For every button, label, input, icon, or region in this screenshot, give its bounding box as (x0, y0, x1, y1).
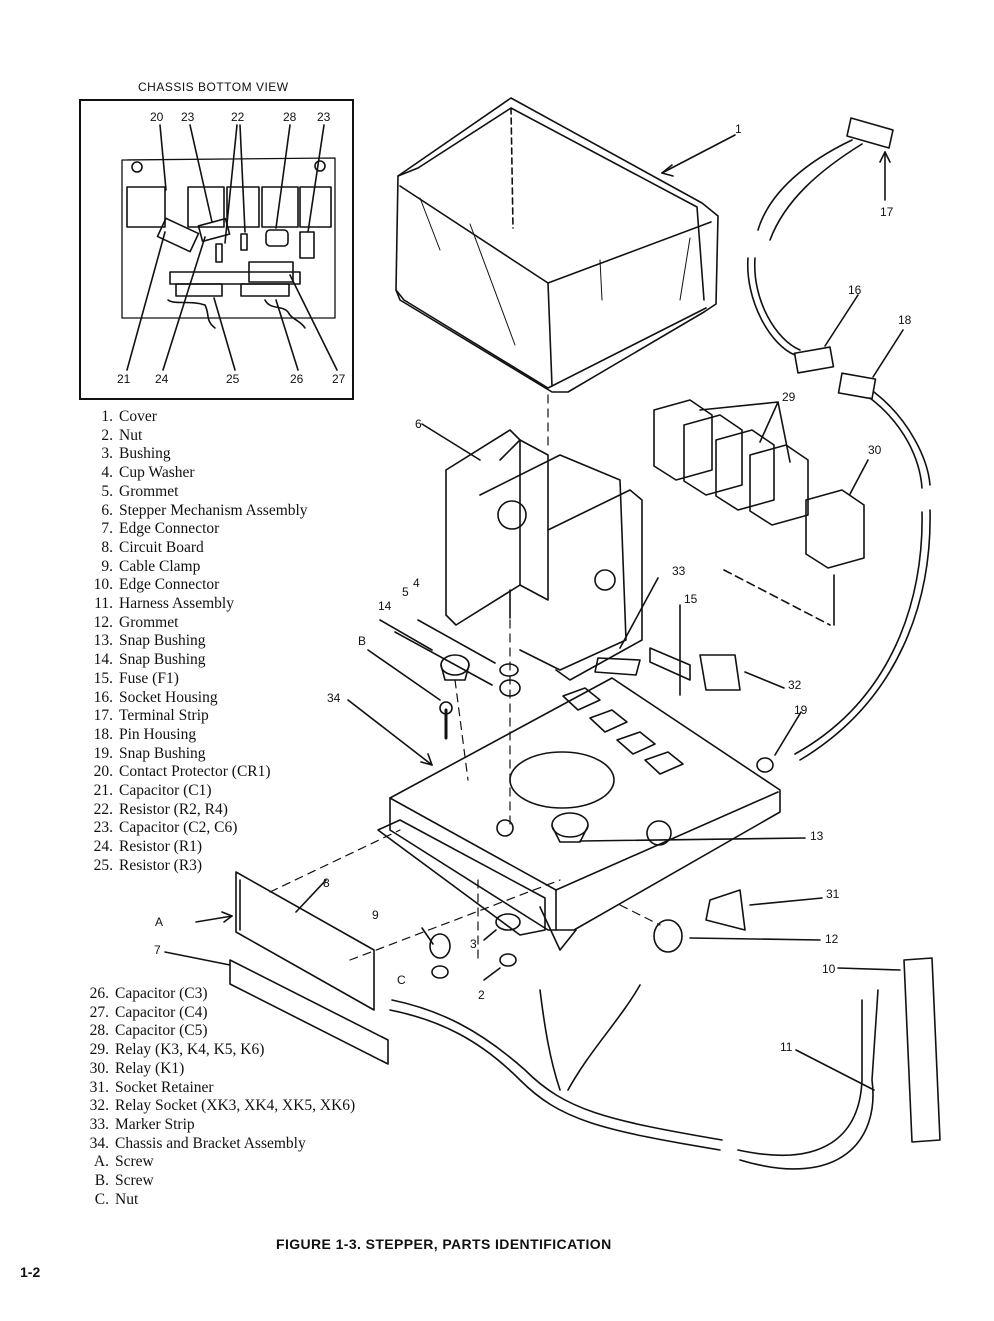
parts-list-item: 20.Contact Protector (CR1) (93, 763, 271, 781)
callout-6: 6 (415, 417, 422, 431)
parts-list-item: 22.Resistor (R2, R4) (93, 800, 228, 818)
callout-C: C (397, 973, 406, 987)
inset-callout-22: 22 (231, 110, 245, 124)
inset-callout-24: 24 (155, 372, 169, 386)
callout-34: 34 (327, 691, 341, 705)
parts-list-item: 9.Cable Clamp (101, 557, 201, 575)
figure-caption: FIGURE 1-3. STEPPER, PARTS IDENTIFICATIO… (276, 1236, 612, 1252)
inset-title: CHASSIS BOTTOM VIEW (138, 80, 289, 94)
parts-list-item: 3.Bushing (101, 445, 171, 463)
parts-list-primary: 1.Cover 2.Nut 3.Bushing 4.Cup Washer 5.G… (77, 408, 308, 876)
callout-12: 12 (825, 932, 839, 946)
parts-list-item: 10.Edge Connector (93, 576, 220, 594)
cover-drawing (395, 97, 736, 393)
callout-B: B (358, 634, 367, 648)
inset-chassis-drawing (121, 124, 338, 371)
harness-assembly-drawing (389, 984, 723, 1151)
relays-drawing (653, 399, 869, 626)
parts-list-item: A.Screw (93, 1153, 154, 1171)
parts-list-item: 18.Pin Housing (93, 725, 197, 743)
inset-callout-23: 23 (181, 110, 195, 124)
callout-13: 13 (810, 829, 824, 843)
parts-list-item: 1.Cover (101, 408, 157, 425)
parts-list-item: 25.Resistor (R3) (93, 856, 203, 874)
parts-list-item: 12.Grommet (93, 613, 179, 631)
parts-list-item: 29.Relay (K3, K4, K5, K6) (89, 1041, 265, 1059)
parts-list-item: 13.Snap Bushing (93, 632, 206, 650)
callout-10: 10 (822, 962, 836, 976)
callout-8: 8 (323, 876, 330, 890)
circuit-board-drawing (164, 871, 389, 1065)
page-number: 1-2 (20, 1264, 41, 1280)
callout-15: 15 (684, 592, 698, 606)
parts-list-item: 21.Capacitor (C1) (93, 782, 212, 800)
parts-list-item: 32.Relay Socket (XK3, XK4, XK5, XK6) (89, 1097, 356, 1115)
callout-17: 17 (880, 205, 894, 219)
callout-29: 29 (782, 390, 796, 404)
callout-33: 33 (672, 564, 686, 578)
inset-callout-21: 21 (117, 372, 131, 386)
inset-callout-27: 27 (332, 372, 346, 386)
callout-3: 3 (470, 937, 477, 951)
chassis-drawing (347, 677, 806, 951)
inset-callout-26: 26 (290, 372, 304, 386)
parts-list-item: 15.Fuse (F1) (93, 669, 179, 687)
callout-2: 2 (478, 988, 485, 1002)
parts-list-item: 11.Harness Assembly (94, 595, 234, 613)
edge-connector-10-drawing (737, 957, 941, 1170)
parts-list-item: C.Nut (94, 1190, 139, 1208)
stepper-mechanism-drawing (421, 423, 643, 681)
parts-list-item: 6.Stepper Mechanism Assembly (101, 501, 308, 519)
parts-list-item: 28.Capacitor (C5) (89, 1022, 208, 1040)
hardware-drawing (367, 577, 823, 981)
parts-list-item: 23.Capacitor (C2, C6) (93, 819, 238, 837)
parts-list-item: 34.Chassis and Bracket Assembly (89, 1134, 306, 1152)
callout-7: 7 (154, 943, 161, 957)
parts-list-item: 7.Edge Connector (101, 520, 220, 538)
chassis-bottom-view-inset (79, 99, 354, 400)
callout-31: 31 (826, 887, 840, 901)
callout-1: 1 (735, 122, 742, 136)
callout-4: 4 (413, 576, 420, 590)
parts-list-item: 2.Nut (101, 426, 143, 444)
inset-callout-28: 28 (283, 110, 297, 124)
parts-list-item: 17.Terminal Strip (93, 707, 209, 725)
callout-30: 30 (868, 443, 882, 457)
callout-19: 19 (794, 703, 808, 717)
callout-A: A (155, 915, 164, 929)
parts-list-item: 33.Marker Strip (89, 1115, 195, 1133)
parts-list-secondary: 26.Capacitor (C3) 27.Capacitor (C4) 28.C… (77, 985, 356, 1209)
parts-list-item: 27.Capacitor (C4) (89, 1003, 208, 1021)
parts-list-item: 24.Resistor (R1) (93, 838, 203, 856)
callout-32: 32 (788, 678, 802, 692)
callout-16: 16 (848, 283, 862, 297)
parts-list-item: 31.Socket Retainer (89, 1078, 214, 1096)
parts-list-item: 16.Socket Housing (93, 688, 218, 706)
parts-list-item: 8.Circuit Board (101, 538, 204, 556)
inset-callout-25: 25 (226, 372, 240, 386)
callout-11: 11 (780, 1040, 793, 1054)
inset-callout-23b: 23 (317, 110, 331, 124)
parts-list-item: 14.Snap Bushing (93, 651, 206, 669)
parts-list-item: 5.Grommet (101, 482, 179, 500)
parts-list-item: 4.Cup Washer (101, 464, 195, 482)
inset-callout-20: 20 (150, 110, 164, 124)
parts-list-item: 19.Snap Bushing (93, 744, 206, 762)
parts-list-item: 30.Relay (K1) (89, 1059, 185, 1077)
parts-list-item: B.Screw (94, 1172, 154, 1190)
callout-14: 14 (378, 599, 392, 613)
callout-18: 18 (898, 313, 912, 327)
parts-list-item: 26.Capacitor (C3) (89, 985, 208, 1002)
assembly-lines (269, 394, 661, 961)
callout-5: 5 (402, 585, 409, 599)
callout-9: 9 (372, 908, 379, 922)
harness-top-right (747, 117, 931, 761)
